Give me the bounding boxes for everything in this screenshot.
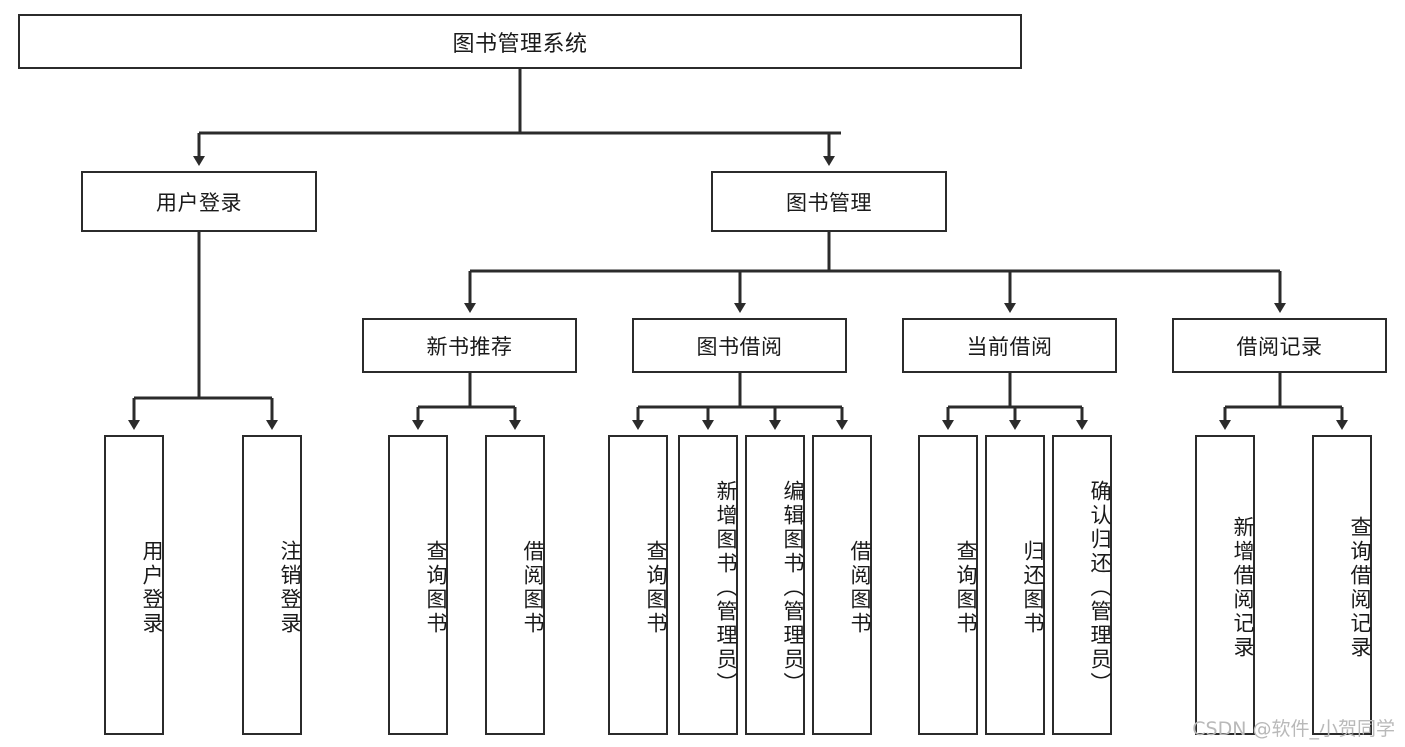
- node-root-system[interactable]: 图书管理系统: [18, 14, 1022, 69]
- leaf-label: 新增图书（管理员）: [714, 480, 738, 696]
- leaf-label: 借阅图书: [521, 540, 545, 636]
- node-user-login[interactable]: 用户登录: [81, 171, 317, 232]
- leaf-user-login[interactable]: 用户登录: [104, 435, 164, 735]
- csdn-watermark: CSDN @软件_小贺同学: [1192, 718, 1395, 740]
- leaf-label: 确认归还（管理员）: [1088, 480, 1112, 696]
- leaf-label: 注销登录: [278, 540, 302, 636]
- leaf-query-books-recommendation[interactable]: 查询图书: [388, 435, 448, 735]
- node-borrow-records[interactable]: 借阅记录: [1172, 318, 1387, 373]
- leaf-label: 查询图书: [954, 540, 978, 636]
- leaf-label: 用户登录: [140, 540, 164, 636]
- leaf-confirm-return-admin[interactable]: 确认归还（管理员）: [1052, 435, 1112, 735]
- leaf-label: 查询图书: [424, 540, 448, 636]
- node-book-borrowing[interactable]: 图书借阅: [632, 318, 847, 373]
- leaf-query-books-borrowing[interactable]: 查询图书: [608, 435, 668, 735]
- leaf-add-book-admin[interactable]: 新增图书（管理员）: [678, 435, 738, 735]
- leaf-return-books[interactable]: 归还图书: [985, 435, 1045, 735]
- leaf-borrow-books-borrowing[interactable]: 借阅图书: [812, 435, 872, 735]
- node-book-management[interactable]: 图书管理: [711, 171, 947, 232]
- node-new-book-recommendation[interactable]: 新书推荐: [362, 318, 577, 373]
- leaf-query-borrow-record[interactable]: 查询借阅记录: [1312, 435, 1372, 735]
- node-current-borrowing[interactable]: 当前借阅: [902, 318, 1117, 373]
- leaf-logout-login[interactable]: 注销登录: [242, 435, 302, 735]
- leaf-edit-book-admin[interactable]: 编辑图书（管理员）: [745, 435, 805, 735]
- leaf-label: 归还图书: [1021, 540, 1045, 636]
- leaf-label: 借阅图书: [848, 540, 872, 636]
- leaf-label: 编辑图书（管理员）: [781, 480, 805, 696]
- leaf-label: 新增借阅记录: [1231, 516, 1255, 660]
- leaf-label: 查询借阅记录: [1348, 516, 1372, 660]
- leaf-query-books-current[interactable]: 查询图书: [918, 435, 978, 735]
- leaf-label: 查询图书: [644, 540, 668, 636]
- leaf-add-borrow-record[interactable]: 新增借阅记录: [1195, 435, 1255, 735]
- leaf-borrow-books-recommendation[interactable]: 借阅图书: [485, 435, 545, 735]
